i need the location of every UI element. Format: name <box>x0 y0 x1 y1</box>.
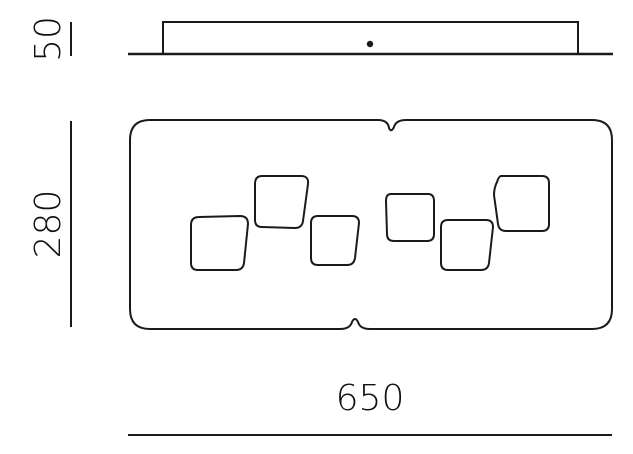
width-dimension: 650 <box>128 378 612 436</box>
light-module-2 <box>254 175 310 230</box>
side-profile-body <box>162 21 579 55</box>
side-view: 50 <box>28 16 613 62</box>
light-module-1 <box>190 214 250 271</box>
panel-outline <box>129 119 613 330</box>
width-label: 650 <box>336 378 405 419</box>
light-module-6 <box>492 175 550 232</box>
front-view: 280 <box>28 119 613 330</box>
light-module-4 <box>384 193 435 242</box>
side-height-label: 50 <box>28 16 69 62</box>
light-module-5 <box>440 219 495 271</box>
light-module-3 <box>310 215 361 266</box>
side-profile-center-dot <box>366 40 374 48</box>
front-height-label: 280 <box>28 190 69 259</box>
